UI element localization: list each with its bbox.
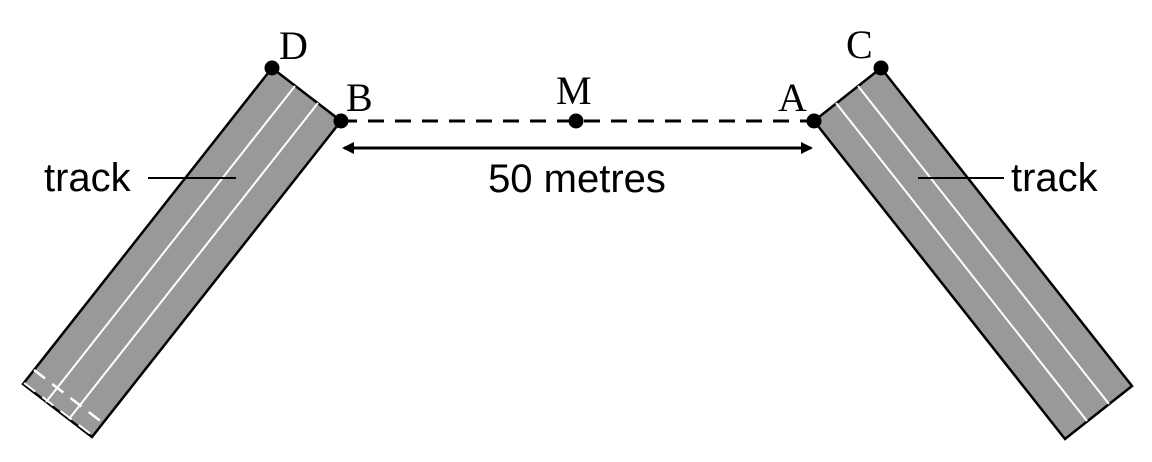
point-b-dot — [333, 113, 349, 129]
left-lane-line-2 — [68, 102, 319, 420]
left-track — [21, 66, 343, 439]
right-lane-line-2 — [857, 85, 1110, 405]
right-track — [812, 66, 1134, 441]
point-d-dot — [264, 60, 280, 76]
point-b-label: B — [346, 75, 373, 120]
left-track-label: track — [44, 156, 132, 200]
point-c-dot — [873, 60, 889, 76]
right-track-label: track — [1011, 156, 1099, 200]
point-m-dot — [568, 113, 584, 129]
left-track-body — [21, 66, 343, 439]
point-a-label: A — [778, 75, 807, 120]
point-c-label: C — [846, 22, 873, 67]
right-lane-line-1 — [835, 102, 1088, 422]
point-a-dot — [806, 113, 822, 129]
left-start-line-2 — [23, 382, 93, 436]
left-start-line-1 — [33, 369, 104, 424]
point-d-label: D — [279, 23, 308, 68]
right-track-body — [812, 66, 1134, 441]
left-lane-line-1 — [45, 85, 296, 403]
distance-label: 50 metres — [488, 157, 666, 201]
point-m-label: M — [556, 68, 592, 113]
